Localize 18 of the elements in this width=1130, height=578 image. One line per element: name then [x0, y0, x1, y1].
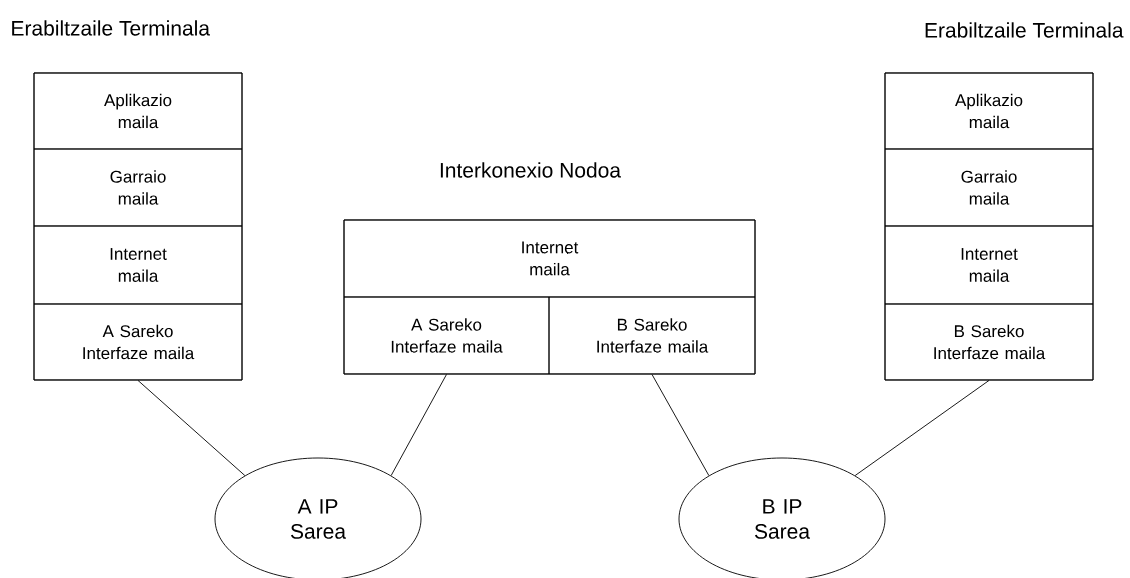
layer-cell: A Sareko Interfaze maila: [343, 296, 550, 375]
connector-line: [137, 380, 246, 476]
layer-cell: Internet maila: [33, 225, 243, 305]
layer-cell: Aplikazio maila: [33, 72, 243, 150]
stack-title: Erabiltzaile Terminala: [925, 22, 1124, 38]
connector-line: [854, 380, 990, 476]
layer-cell: Internet maila: [884, 225, 1094, 305]
layer-cell: B Sareko Interfaze maila: [548, 296, 756, 375]
connector-line: [390, 374, 447, 476]
layer-cell: Internet maila: [343, 219, 756, 298]
layer-cell: A Sareko Interfaze maila: [33, 303, 243, 381]
connector-line: [651, 374, 710, 476]
stack-title: Erabiltzaile Terminala: [12, 20, 210, 36]
layer-cell: Garraio maila: [33, 148, 243, 227]
stack-title: Interkonexio Nodoa: [440, 162, 621, 178]
layer-cell: B Sareko Interfaze maila: [884, 303, 1094, 381]
layer-cell: Garraio maila: [884, 148, 1094, 227]
layer-cell: Aplikazio maila: [884, 72, 1094, 150]
